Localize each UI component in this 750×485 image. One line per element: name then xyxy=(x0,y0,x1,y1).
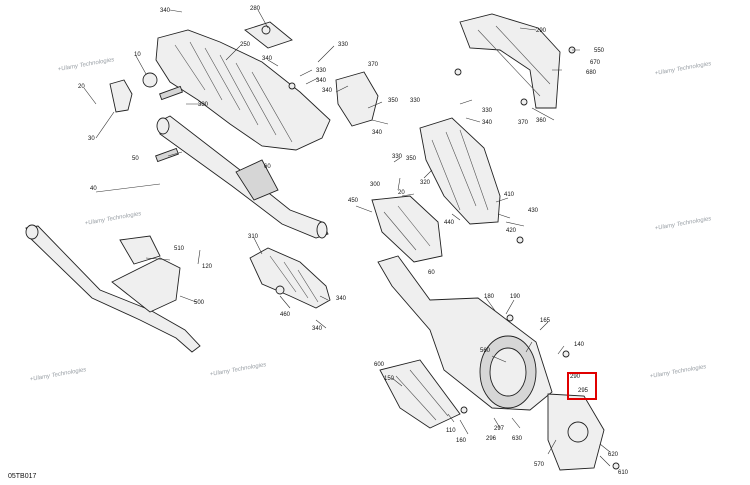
callout-295: 295 xyxy=(578,388,589,394)
callout-150: 150 xyxy=(384,376,395,382)
callout-110: 110 xyxy=(446,428,456,434)
callout-180: 180 xyxy=(484,294,495,300)
callout-296: 296 xyxy=(486,436,497,442)
callout-330: 330 xyxy=(198,102,209,108)
callout-510: 510 xyxy=(174,246,185,252)
callout-610: 610 xyxy=(618,470,629,476)
callout-30: 30 xyxy=(88,136,95,142)
callout-190: 190 xyxy=(510,294,521,300)
callout-290: 290 xyxy=(536,28,547,34)
callout-420: 420 xyxy=(506,228,517,234)
diagram-code: 05TB017 xyxy=(8,473,37,480)
callout-370: 370 xyxy=(518,120,529,126)
callout-430: 430 xyxy=(528,208,539,214)
callout-280: 280 xyxy=(250,6,261,12)
callout-450: 450 xyxy=(348,198,359,204)
heat-shield-upper xyxy=(155,21,331,151)
callout-300: 300 xyxy=(370,182,381,188)
watermark-3: +Ulamy Technologies xyxy=(29,367,86,383)
callout-140: 140 xyxy=(574,342,585,348)
callout-410: 410 xyxy=(504,192,515,198)
muffler xyxy=(377,255,605,471)
watermark-7: +Ulamy Technologies xyxy=(649,364,706,380)
callout-680: 680 xyxy=(586,70,597,76)
callout-350: 350 xyxy=(388,98,399,104)
callout-330: 330 xyxy=(316,68,327,74)
callout-340: 340 xyxy=(336,296,347,302)
callout-290b: 290 xyxy=(570,374,581,380)
callout-570: 570 xyxy=(534,462,545,468)
bracket-290 xyxy=(459,13,561,109)
callout-620: 620 xyxy=(608,452,619,458)
callout-340: 340 xyxy=(312,326,323,332)
callout-20: 20 xyxy=(78,84,85,90)
callout-250: 250 xyxy=(240,42,251,48)
watermark-6: +Ulamy Technologies xyxy=(654,216,711,232)
callout-630: 630 xyxy=(512,436,523,442)
callout-297: 297 xyxy=(494,426,505,432)
callout-330: 330 xyxy=(392,154,403,160)
watermark-2: +Ulamy Technologies xyxy=(84,211,141,227)
callout-460: 460 xyxy=(280,312,291,318)
callout-670: 670 xyxy=(590,60,601,66)
watermark-4: +Ulamy Technologies xyxy=(209,362,266,378)
callout-340: 340 xyxy=(160,8,171,14)
watermark-5: +Ulamy Technologies xyxy=(654,61,711,77)
callout-360: 360 xyxy=(536,118,547,124)
highlight-box-295 xyxy=(567,372,597,400)
callout-165: 165 xyxy=(540,318,551,324)
callout-560: 560 xyxy=(480,348,491,354)
callout-40: 40 xyxy=(90,186,97,192)
heat-shield-310 xyxy=(249,247,331,309)
callout-340: 340 xyxy=(372,130,383,136)
small-hardware xyxy=(109,25,620,470)
callout-350: 350 xyxy=(406,156,417,162)
callout-330: 330 xyxy=(338,42,349,48)
mid-heat-shields xyxy=(335,71,501,263)
callout-10: 10 xyxy=(134,52,141,58)
callout-160: 160 xyxy=(456,438,467,444)
callout-600: 600 xyxy=(374,362,385,368)
callout-330: 330 xyxy=(482,108,493,114)
callouts: 340 280 250 330 330 370 340 340 340 10 2… xyxy=(78,6,629,476)
callout-440: 440 xyxy=(444,220,455,226)
callout-60: 60 xyxy=(428,270,435,276)
front-pipe xyxy=(25,224,201,353)
callout-370: 370 xyxy=(368,62,379,68)
callout-340: 340 xyxy=(262,56,273,62)
header-pipe xyxy=(156,115,329,239)
callout-550: 550 xyxy=(594,48,605,54)
callout-60: 60 xyxy=(264,164,271,170)
callout-310: 310 xyxy=(248,234,259,240)
callout-330: 330 xyxy=(410,98,421,104)
callout-120: 120 xyxy=(202,264,213,270)
leader-lines xyxy=(83,9,611,467)
callout-320: 320 xyxy=(420,180,431,186)
callout-340: 340 xyxy=(322,88,333,94)
callout-340: 340 xyxy=(316,78,327,84)
callout-20: 20 xyxy=(398,190,405,196)
watermark-1: +Ulamy Technologies xyxy=(57,57,114,73)
callout-340: 340 xyxy=(482,120,493,126)
callout-500: 500 xyxy=(194,300,205,306)
callout-50: 50 xyxy=(132,156,139,162)
